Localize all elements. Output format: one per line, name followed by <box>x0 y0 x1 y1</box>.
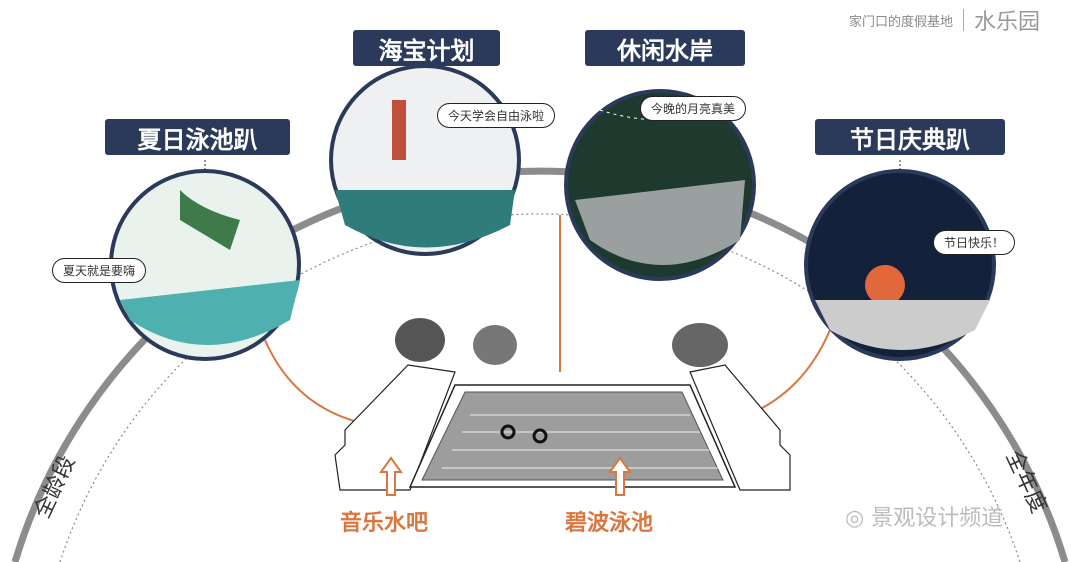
outer-arc <box>11 167 1069 562</box>
label-leisure-waterfront: 休闲水岸 <box>585 30 745 66</box>
arrow-up-icon <box>379 456 403 496</box>
wechat-icon: ◎ <box>845 506 872 531</box>
arrow-up-icon <box>608 456 632 496</box>
scene-summer-pool-party <box>109 169 301 361</box>
header-divider <box>962 9 964 31</box>
label-haibao-plan: 海宝计划 <box>353 30 500 66</box>
speech-bubble-festival: 节日快乐！ <box>933 230 1016 255</box>
header: 家门口的度假基地 水乐园 <box>849 4 1040 36</box>
scene-haibao-plan <box>329 64 521 256</box>
scene-festival-party <box>804 169 996 361</box>
header-title: 水乐园 <box>973 10 1040 35</box>
watermark: ◎ 景观设计频道 <box>845 500 1003 532</box>
speech-bubble-waterfront: 今晚的月亮真美 <box>640 96 747 121</box>
facility-label-bar: 音乐水吧 <box>340 511 429 536</box>
pool-plan-illustration <box>334 318 791 491</box>
speech-bubble-haibao: 今天学会自由泳啦 <box>437 103 556 128</box>
header-subtitle: 家门口的度假基地 <box>848 14 953 30</box>
watermark-text: 景观设计频道 <box>871 506 1004 531</box>
label-summer-pool-party: 夏日泳池趴 <box>105 119 290 155</box>
facility-label-pool: 碧波泳池 <box>565 511 654 536</box>
label-festival-party: 节日庆典趴 <box>815 119 1005 155</box>
speech-bubble-summer: 夏天就是要嗨 <box>52 258 147 283</box>
